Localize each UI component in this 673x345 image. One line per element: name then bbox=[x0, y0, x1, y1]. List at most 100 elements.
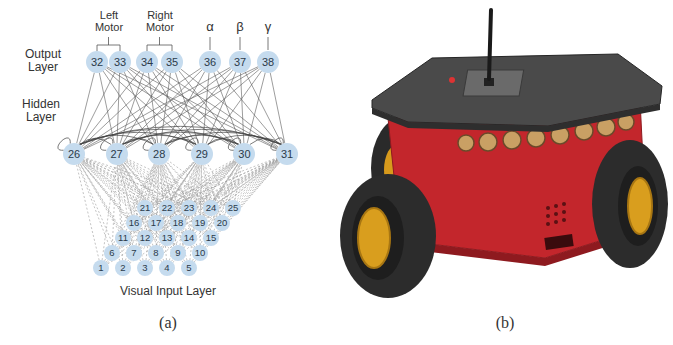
input-neuron: 16 bbox=[126, 215, 142, 231]
input-neuron: 20 bbox=[214, 215, 230, 231]
input-neuron: 12 bbox=[137, 230, 153, 246]
input-neuron: 14 bbox=[181, 230, 197, 246]
input-connection bbox=[139, 163, 196, 246]
neuron-number: 24 bbox=[206, 203, 217, 213]
neuron-number: 21 bbox=[140, 203, 151, 213]
input-connection bbox=[227, 162, 279, 217]
input-connection bbox=[119, 159, 277, 249]
neuron-number: 31 bbox=[281, 149, 293, 160]
input-connection bbox=[173, 162, 279, 263]
neuron-number: 7 bbox=[131, 248, 136, 258]
output-symbol: β bbox=[233, 20, 247, 34]
input-connection bbox=[149, 164, 197, 261]
input-connection bbox=[84, 160, 161, 204]
hidden-neuron: 30 bbox=[233, 143, 255, 165]
neuron-number: 6 bbox=[109, 248, 114, 258]
hidden-neuron: 27 bbox=[106, 143, 128, 165]
neuron-number: 25 bbox=[228, 203, 239, 213]
input-connection bbox=[80, 164, 119, 232]
output-neuron: 32 bbox=[86, 51, 108, 73]
input-connection bbox=[108, 160, 278, 264]
layer-label: Visual Input Layer bbox=[98, 285, 238, 298]
input-neuron: 24 bbox=[203, 200, 219, 216]
output-neuron: 33 bbox=[109, 51, 131, 73]
neuron-number: 1 bbox=[98, 263, 103, 273]
hidden-neuron: 28 bbox=[148, 143, 170, 165]
input-connection bbox=[81, 162, 129, 217]
input-connection bbox=[180, 165, 199, 246]
neuron-number: 29 bbox=[196, 149, 208, 160]
input-connection bbox=[163, 159, 277, 219]
input-connection bbox=[141, 159, 277, 220]
input-connection bbox=[152, 159, 235, 204]
neuron-number: 9 bbox=[175, 248, 180, 258]
output-symbol: α bbox=[203, 20, 217, 34]
input-connection bbox=[195, 162, 237, 203]
output-connection bbox=[179, 71, 238, 146]
input-neuron: 23 bbox=[181, 200, 197, 216]
neuron-number: 14 bbox=[184, 233, 195, 243]
neuron-number: 28 bbox=[153, 149, 165, 160]
input-connection bbox=[126, 159, 204, 204]
neuron-number: 37 bbox=[234, 57, 246, 68]
input-neuron: 1 bbox=[93, 260, 109, 276]
input-neuron: 11 bbox=[115, 230, 131, 246]
output-connection bbox=[99, 73, 114, 143]
neuron-number: 10 bbox=[195, 248, 206, 258]
input-neuron: 21 bbox=[137, 200, 153, 216]
output-connection bbox=[245, 72, 282, 144]
input-connection bbox=[174, 160, 278, 233]
neuron-number: 15 bbox=[206, 233, 217, 243]
neuron-number: 19 bbox=[195, 218, 206, 228]
input-connection bbox=[193, 163, 238, 231]
output-connection bbox=[156, 68, 278, 148]
output-connection bbox=[103, 71, 153, 145]
input-connection bbox=[194, 162, 280, 262]
input-neuron: 10 bbox=[192, 245, 208, 261]
input-connection bbox=[130, 160, 278, 263]
output-connection bbox=[270, 73, 285, 143]
input-neuron: 8 bbox=[148, 245, 164, 261]
neuron-number: 8 bbox=[153, 248, 158, 258]
input-connection bbox=[129, 162, 237, 263]
input-connection bbox=[239, 162, 280, 203]
output-connection bbox=[117, 73, 120, 143]
input-connection bbox=[216, 162, 279, 232]
output-neuron: 34 bbox=[136, 51, 158, 73]
input-connection bbox=[140, 162, 194, 217]
neuron-number: 32 bbox=[91, 57, 103, 68]
input-connection bbox=[84, 159, 182, 205]
motor-label: Right Motor bbox=[136, 9, 184, 33]
output-neuron: 35 bbox=[161, 51, 183, 73]
input-connection bbox=[83, 160, 204, 234]
input-connection bbox=[127, 159, 226, 205]
input-connection bbox=[151, 161, 278, 263]
output-neuron: 37 bbox=[229, 51, 251, 73]
input-connection bbox=[122, 164, 142, 201]
input-connection bbox=[152, 158, 276, 205]
neuron-number: 18 bbox=[173, 218, 184, 228]
bracket bbox=[97, 37, 268, 51]
input-neuron: 3 bbox=[137, 260, 153, 276]
input-neuron: 19 bbox=[192, 215, 208, 231]
neuron-number: 5 bbox=[186, 263, 191, 273]
input-neuron: 18 bbox=[170, 215, 186, 231]
neuron-number: 13 bbox=[162, 233, 173, 243]
input-connection bbox=[204, 163, 238, 216]
neuron-number: 36 bbox=[204, 57, 216, 68]
neuron-number: 23 bbox=[184, 203, 195, 213]
lateral-connection bbox=[165, 132, 282, 144]
lateral-connection bbox=[80, 126, 282, 144]
input-neuron: 22 bbox=[159, 200, 175, 216]
input-connection bbox=[83, 161, 139, 203]
input-connection bbox=[224, 164, 241, 215]
input-neuron: 4 bbox=[159, 260, 175, 276]
output-connection bbox=[208, 71, 261, 145]
neuron-number: 38 bbox=[262, 57, 274, 68]
neuron-number: 3 bbox=[142, 263, 147, 273]
input-connection bbox=[215, 163, 238, 201]
pioneer-robot bbox=[340, 10, 668, 298]
output-connection bbox=[247, 73, 265, 144]
input-connection bbox=[161, 165, 166, 200]
input-connection bbox=[196, 159, 277, 204]
